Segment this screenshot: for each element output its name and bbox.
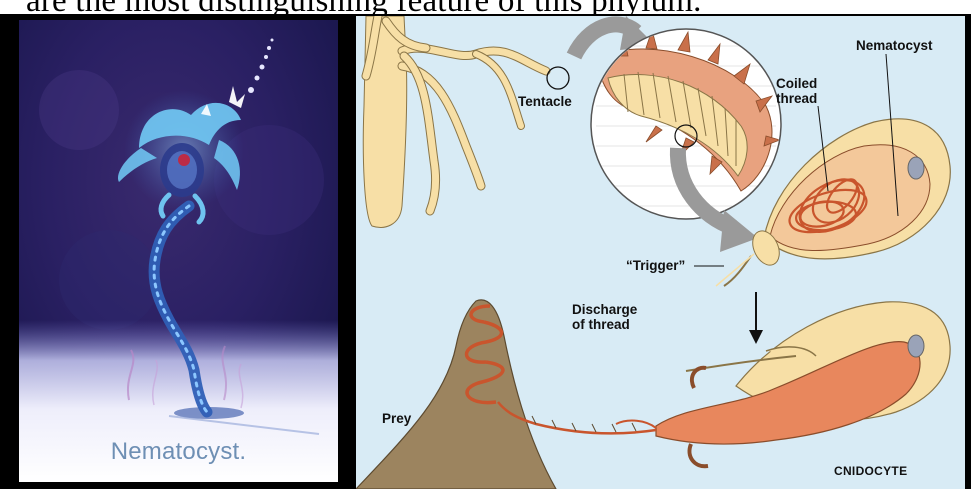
label-prey: Prey [382, 411, 411, 426]
label-coiled-thread: Coiled thread [776, 76, 817, 106]
label-cnidocyte: CNIDOCYTE [834, 464, 907, 479]
cnidocyte-illustration [356, 16, 965, 489]
label-trigger: “Trigger” [626, 258, 685, 273]
label-tentacle: Tentacle [518, 94, 572, 109]
label-nematocyst: Nematocyst [856, 38, 933, 53]
label-discharge: Discharge of thread [572, 302, 637, 332]
nematocyst-photo [19, 20, 338, 482]
cnidocyte-diagram: Tentacle Nematocyst Coiled thread “Trigg… [356, 16, 965, 489]
nematocyst-photo-panel: Nematocyst. [19, 20, 338, 482]
photo-caption: Nematocyst. [19, 438, 338, 466]
